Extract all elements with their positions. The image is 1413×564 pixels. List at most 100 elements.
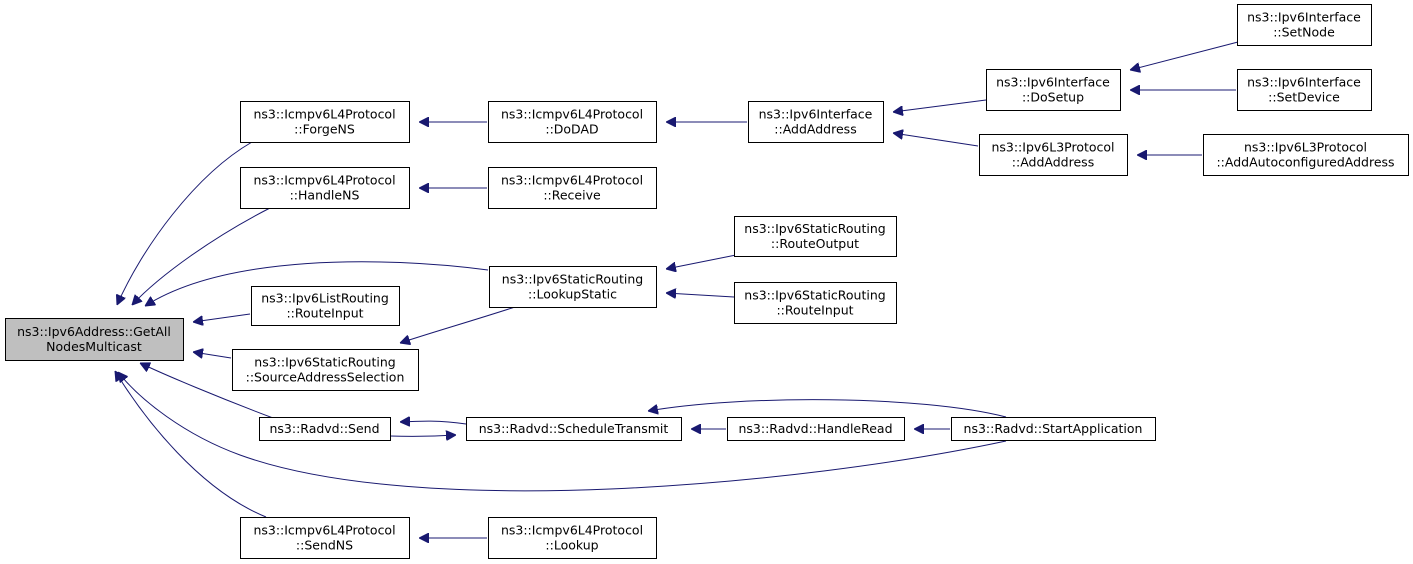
- node-label-line: ::HandleNS: [290, 188, 360, 203]
- node-handlens[interactable]: ns3::Icmpv6L4Protocol::HandleNS: [240, 167, 410, 209]
- node-label-line: ns3::Radvd::HandleRead: [738, 421, 892, 436]
- node-dodad[interactable]: ns3::Icmpv6L4Protocol::DoDAD: [488, 101, 657, 143]
- node-label-line: ::RouteInput: [776, 303, 853, 318]
- node-box: [1237, 69, 1372, 111]
- node-label-line: ns3::Ipv6L3Protocol: [1244, 140, 1367, 155]
- edge-send-to-root: [140, 363, 274, 419]
- node-label-line: ns3::Icmpv6L4Protocol: [253, 523, 395, 538]
- node-box: [259, 417, 391, 441]
- node-label-line: ns3::Radvd::Send: [269, 421, 379, 436]
- node-handleread[interactable]: ns3::Radvd::HandleRead: [727, 417, 905, 441]
- node-receive[interactable]: ns3::Icmpv6L4Protocol::Receive: [488, 167, 657, 209]
- node-box: [986, 69, 1121, 111]
- node-label-line: ns3::Icmpv6L4Protocol: [501, 107, 643, 122]
- node-label-line: ns3::Ipv6Address::GetAll: [17, 324, 171, 339]
- node-sendns[interactable]: ns3::Icmpv6L4Protocol::SendNS: [240, 517, 410, 559]
- node-label-line: ::SendNS: [296, 538, 353, 553]
- edge-send-to-schedtx: [389, 435, 456, 436]
- node-l3addaddr[interactable]: ns3::Ipv6L3Protocol::AddAddress: [979, 134, 1128, 176]
- node-ifaddaddr[interactable]: ns3::Ipv6Interface::AddAddress: [748, 101, 884, 143]
- node-box: [466, 417, 682, 441]
- node-send[interactable]: ns3::Radvd::Send: [259, 417, 391, 441]
- node-label-line: ns3::Icmpv6L4Protocol: [253, 107, 395, 122]
- edge-startapp-to-schedtx: [648, 399, 1007, 418]
- node-box: [240, 101, 410, 143]
- node-label-line: ::Receive: [543, 188, 601, 203]
- edge-schedtx-to-send: [400, 421, 467, 424]
- node-box: [232, 349, 419, 391]
- edge-forgens-to-root: [117, 141, 253, 305]
- node-label-line: ns3::Icmpv6L4Protocol: [253, 173, 395, 188]
- node-label-line: ns3::Icmpv6L4Protocol: [501, 173, 643, 188]
- node-label-line: ns3::Ipv6StaticRouting: [254, 355, 395, 370]
- edge-routeinput-to-lookupstatic: [666, 293, 735, 297]
- node-label-line: ::SourceAddressSelection: [246, 370, 405, 385]
- node-label-line: ::AddAddress: [1012, 155, 1094, 170]
- node-lookupstatic[interactable]: ns3::Ipv6StaticRouting::LookupStatic: [489, 266, 657, 308]
- node-dosetup[interactable]: ns3::Ipv6Interface::DoSetup: [986, 69, 1121, 111]
- node-lookup[interactable]: ns3::Icmpv6L4Protocol::Lookup: [488, 517, 657, 559]
- node-label-line: ::RouteInput: [286, 306, 363, 321]
- node-srcaddr[interactable]: ns3::Ipv6StaticRouting::SourceAddressSel…: [232, 349, 419, 391]
- node-listroute[interactable]: ns3::Ipv6ListRouting::RouteInput: [251, 286, 400, 326]
- node-label-line: ns3::Ipv6Interface: [1247, 75, 1361, 90]
- node-schedtx[interactable]: ns3::Radvd::ScheduleTransmit: [466, 417, 682, 441]
- node-label-line: ns3::Ipv6L3Protocol: [991, 140, 1114, 155]
- node-startapp[interactable]: ns3::Radvd::StartApplication: [951, 417, 1156, 441]
- node-forgens[interactable]: ns3::Icmpv6L4Protocol::ForgeNS: [240, 101, 410, 143]
- node-label-line: ::SetNode: [1273, 25, 1335, 40]
- node-label-line: ns3::Radvd::StartApplication: [964, 421, 1143, 436]
- node-routeoutput[interactable]: ns3::Ipv6StaticRouting::RouteOutput: [734, 216, 897, 257]
- node-label-line: ns3::Ipv6StaticRouting: [744, 221, 885, 236]
- node-box: [240, 517, 410, 559]
- node-box: [488, 517, 657, 559]
- node-box: [5, 318, 184, 361]
- node-label-line: ns3::Ipv6ListRouting: [261, 291, 389, 306]
- node-box: [488, 101, 657, 143]
- node-label-line: ::AddAddress: [774, 122, 856, 137]
- edge-srcaddr-to-root: [193, 352, 232, 358]
- node-box: [734, 282, 897, 324]
- edge-routeoutput-to-lookupstatic: [666, 254, 737, 269]
- node-box: [748, 101, 884, 143]
- node-box: [727, 417, 905, 441]
- node-box: [251, 286, 400, 326]
- edge-listroute-to-root: [193, 313, 251, 322]
- node-label-line: ns3::Ipv6Interface: [1247, 10, 1361, 25]
- node-label-line: ::ForgeNS: [294, 122, 355, 137]
- node-label-line: ns3::Ipv6Interface: [759, 107, 873, 122]
- node-box: [734, 216, 897, 257]
- node-autoconf[interactable]: ns3::Ipv6L3Protocol::AddAutoconfiguredAd…: [1203, 134, 1409, 176]
- node-box: [489, 266, 657, 308]
- node-label-line: ns3::Ipv6Interface: [996, 75, 1110, 90]
- node-box: [1237, 4, 1372, 46]
- edge-lookupstatic-to-srcaddr: [400, 306, 516, 343]
- node-box: [951, 417, 1156, 441]
- edge-lookupstatic-to-root: [145, 261, 489, 306]
- node-box: [1203, 134, 1409, 176]
- node-label-line: ::LookupStatic: [528, 287, 617, 302]
- node-label-line: ns3::Radvd::ScheduleTransmit: [479, 421, 669, 436]
- nodes-layer: ns3::Ipv6Address::GetAllNodesMulticastns…: [5, 4, 1409, 559]
- node-label-line: ::RouteOutput: [771, 236, 859, 251]
- edge-l3addaddr-to-ifaddaddr: [893, 133, 979, 147]
- edge-dosetup-to-ifaddaddr: [893, 99, 987, 112]
- edges-layer: [115, 41, 1239, 538]
- node-label-line: ::DoDAD: [545, 122, 598, 137]
- edge-sendns-to-root: [115, 371, 267, 518]
- node-setdevice[interactable]: ns3::Ipv6Interface::SetDevice: [1237, 69, 1372, 111]
- node-box: [240, 167, 410, 209]
- node-label-line: ::AddAutoconfiguredAddress: [1216, 155, 1394, 170]
- node-routeinput[interactable]: ns3::Ipv6StaticRouting::RouteInput: [734, 282, 897, 324]
- node-setnode[interactable]: ns3::Ipv6Interface::SetNode: [1237, 4, 1372, 46]
- node-label-line: ns3::Icmpv6L4Protocol: [501, 523, 643, 538]
- node-label-line: ::Lookup: [545, 538, 598, 553]
- node-label-line: ns3::Ipv6StaticRouting: [502, 272, 643, 287]
- node-label-line: NodesMulticast: [46, 339, 142, 354]
- node-box: [488, 167, 657, 209]
- edge-startapp-to-root: [118, 372, 1007, 492]
- edge-setnode-to-dosetup: [1130, 41, 1239, 70]
- node-box: [979, 134, 1128, 176]
